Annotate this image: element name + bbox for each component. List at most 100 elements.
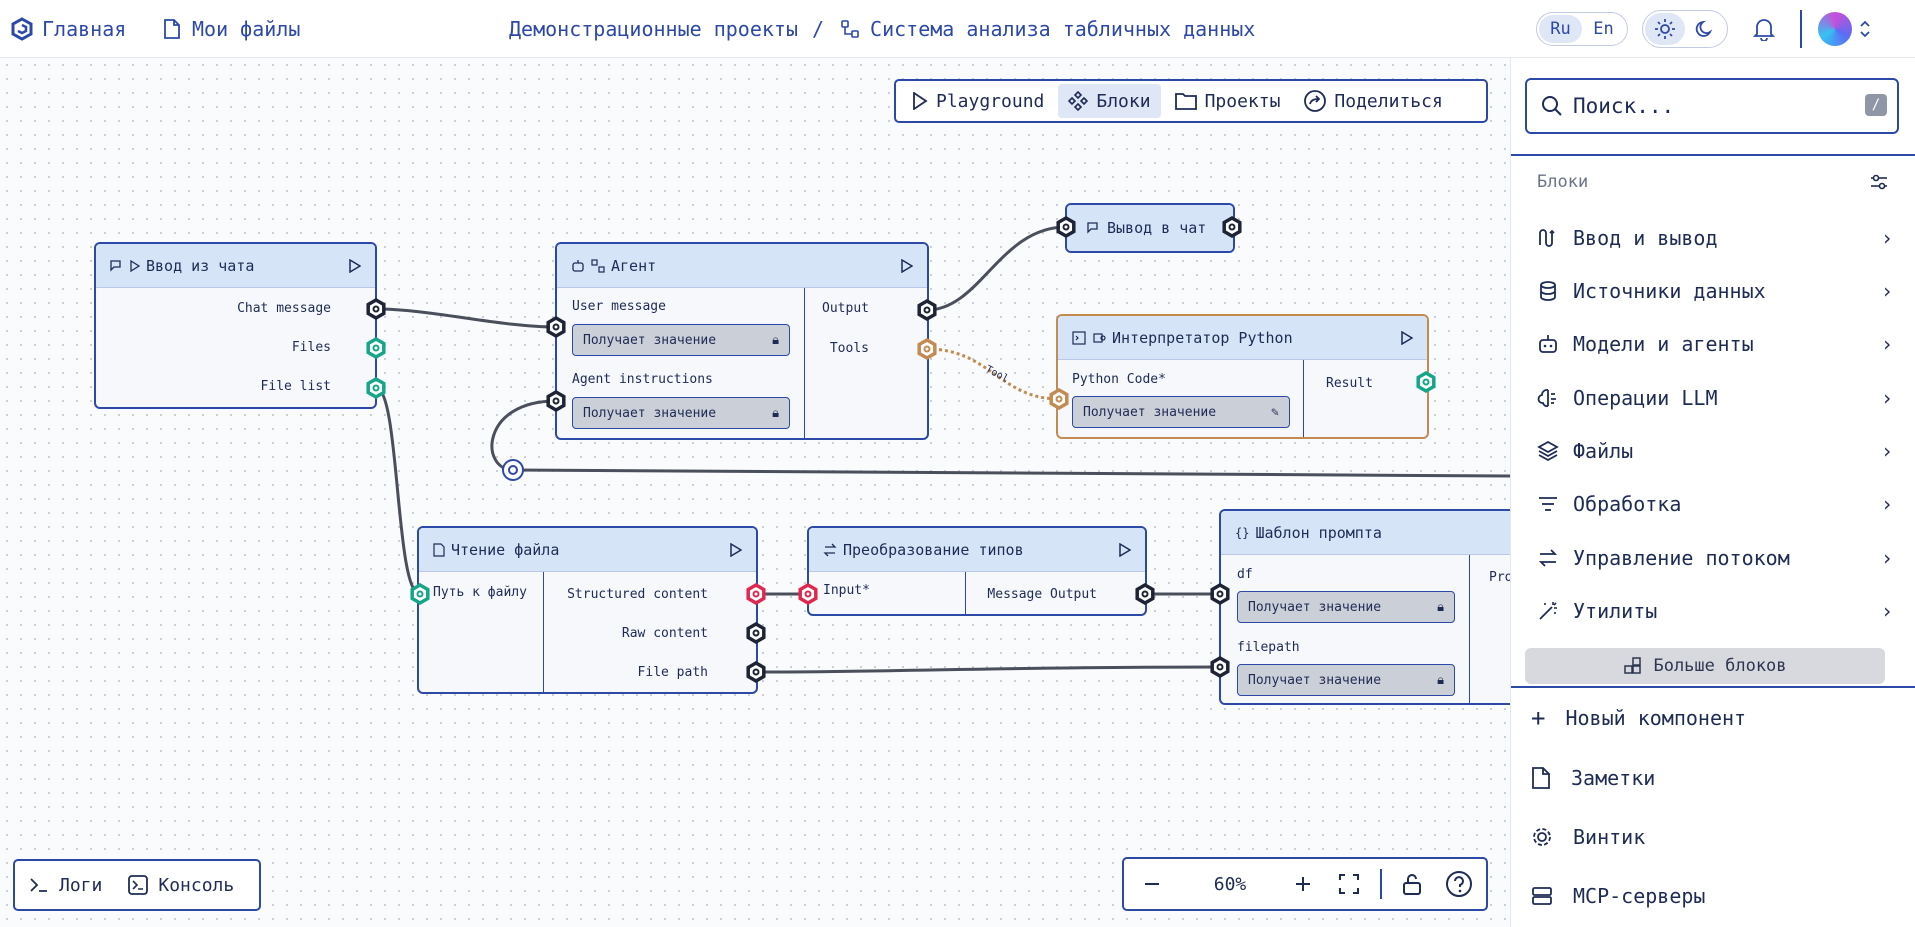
node-python[interactable]: Интерпретатор Python Python Code* Получа… bbox=[1056, 314, 1429, 439]
search-input[interactable]: Поиск... bbox=[1573, 94, 1675, 118]
topbar-divider bbox=[1800, 10, 1802, 48]
wrench-icon[interactable]: ✎ bbox=[1271, 404, 1279, 420]
share-icon bbox=[1304, 90, 1327, 112]
layers-icon bbox=[1537, 440, 1559, 462]
notes-button[interactable]: Заметки bbox=[1531, 758, 1655, 798]
node-title: Шаблон промпта bbox=[1255, 523, 1382, 542]
python-code-field[interactable]: Получает значение✎ bbox=[1072, 396, 1290, 428]
category-processing[interactable]: Обработка› bbox=[1537, 484, 1893, 524]
logs-button[interactable]: Логи bbox=[29, 875, 102, 896]
flow-canvas[interactable] bbox=[0, 58, 1510, 927]
run-icon[interactable] bbox=[1401, 330, 1413, 345]
mcp-servers-button[interactable]: MCP-серверы bbox=[1531, 876, 1705, 916]
unlock-icon[interactable] bbox=[1390, 857, 1434, 911]
home-link[interactable]: Главная bbox=[10, 0, 126, 58]
node-title: Агент bbox=[611, 256, 657, 275]
run-icon[interactable] bbox=[349, 258, 361, 273]
blocks-icon bbox=[1068, 91, 1089, 111]
node-chat-output[interactable]: Вывод в чат bbox=[1065, 203, 1235, 253]
moon-icon[interactable] bbox=[1685, 13, 1725, 45]
more-blocks-button[interactable]: Больше блоков bbox=[1525, 648, 1885, 684]
search-box[interactable]: Поиск... / bbox=[1525, 78, 1899, 134]
fit-view-icon[interactable] bbox=[1326, 857, 1372, 911]
braces-icon: {} bbox=[1235, 525, 1250, 540]
node-title: Вывод в чат bbox=[1107, 219, 1207, 237]
category-data-sources[interactable]: Источники данных› bbox=[1537, 271, 1893, 311]
breadcrumb-parent[interactable]: Демонстрационные проекты bbox=[509, 17, 798, 41]
chevron-updown-icon[interactable] bbox=[1858, 18, 1872, 44]
chat-icon bbox=[1087, 222, 1098, 234]
file-icon bbox=[160, 17, 184, 41]
node-file-read[interactable]: Чтение файла Путь к файлу Structured con… bbox=[417, 526, 758, 694]
input-filepath: filepath bbox=[1237, 640, 1300, 655]
node-header: Чтение файла bbox=[419, 528, 756, 572]
user-message-field[interactable]: Получает значение🔒︎ bbox=[572, 324, 790, 356]
filepath-field[interactable]: Получает значение🔒︎ bbox=[1237, 664, 1455, 696]
avatar[interactable] bbox=[1818, 12, 1852, 46]
logs-console-bar: Логи Консоль bbox=[13, 859, 261, 911]
df-field[interactable]: Получает значение🔒︎ bbox=[1237, 591, 1455, 623]
category-utilities[interactable]: Утилиты› bbox=[1537, 591, 1893, 631]
zoom-divider bbox=[1380, 869, 1382, 899]
filter-icon[interactable] bbox=[1869, 172, 1889, 196]
zoom-out-icon[interactable] bbox=[1124, 857, 1180, 911]
brain-icon bbox=[1537, 389, 1556, 408]
bell-icon[interactable] bbox=[1752, 17, 1776, 45]
chat-icon bbox=[110, 259, 121, 272]
agent-instructions-field[interactable]: Получает значение🔒︎ bbox=[572, 397, 790, 429]
output-prompt-truncated: Pro bbox=[1489, 570, 1513, 585]
folder-icon bbox=[1174, 93, 1197, 110]
console-button[interactable]: Консоль bbox=[128, 875, 234, 896]
breadcrumb: Демонстрационные проекты / Система анали… bbox=[509, 0, 1255, 58]
chevron-right-icon: › bbox=[1880, 279, 1893, 303]
chevron-right-icon: › bbox=[1880, 332, 1893, 356]
blocks-button[interactable]: Блоки bbox=[1058, 84, 1161, 118]
bot-icon bbox=[572, 259, 584, 272]
zoom-in-icon[interactable] bbox=[1280, 857, 1326, 911]
lang-en[interactable]: En bbox=[1593, 19, 1614, 39]
sun-icon[interactable] bbox=[1645, 13, 1685, 45]
chevron-right-icon: › bbox=[1880, 599, 1893, 623]
category-files[interactable]: Файлы› bbox=[1537, 431, 1893, 471]
category-models-agents[interactable]: Модели и агенты› bbox=[1537, 324, 1893, 364]
input-agent-instructions: Agent instructions bbox=[572, 372, 713, 387]
database-icon bbox=[1540, 281, 1556, 301]
lang-ru[interactable]: Ru bbox=[1539, 15, 1582, 43]
output-result: Result bbox=[1326, 376, 1373, 391]
gear-icon bbox=[1533, 828, 1551, 846]
my-files-link[interactable]: Мои файлы bbox=[160, 0, 300, 58]
terminal-small-icon bbox=[1072, 330, 1086, 345]
node-divider bbox=[1469, 555, 1470, 703]
theme-switch bbox=[1642, 10, 1728, 48]
category-io[interactable]: Ввод и вывод› bbox=[1537, 218, 1893, 258]
lock-icon: 🔒︎ bbox=[1437, 599, 1444, 615]
help-icon[interactable] bbox=[1434, 857, 1484, 911]
category-llm-ops[interactable]: Операции LLM› bbox=[1537, 378, 1893, 418]
projects-button[interactable]: Проекты bbox=[1165, 84, 1291, 118]
chevron-right-icon: › bbox=[1880, 386, 1893, 410]
output-output: Output bbox=[822, 301, 869, 316]
output-file-list: File list bbox=[260, 379, 331, 394]
server-icon bbox=[1532, 887, 1552, 905]
run-icon[interactable] bbox=[1119, 542, 1131, 557]
new-component-button[interactable]: + Новый компонент bbox=[1531, 704, 1747, 732]
node-chat-input[interactable]: Ввод из чата Chat message Files File lis… bbox=[94, 242, 377, 409]
node-header: Преобразование типов bbox=[809, 528, 1145, 572]
run-icon[interactable] bbox=[901, 258, 913, 273]
lock-icon: 🔒︎ bbox=[1437, 672, 1444, 688]
io-icon bbox=[1539, 229, 1555, 247]
input-user-message: User message bbox=[572, 299, 666, 314]
node-prompt-template[interactable]: {} Шаблон промпта df Получает значение🔒︎… bbox=[1219, 509, 1519, 705]
note-icon bbox=[1532, 767, 1550, 789]
playground-button[interactable]: Playground bbox=[902, 84, 1054, 118]
language-switch: Ru En bbox=[1536, 12, 1628, 46]
category-flow-control[interactable]: Управление потоком› bbox=[1537, 538, 1893, 578]
canvas-toolbar: Playground Блоки Проекты Поделиться bbox=[894, 79, 1488, 123]
run-icon[interactable] bbox=[730, 542, 742, 557]
vintik-button[interactable]: Винтик bbox=[1531, 817, 1645, 857]
node-agent[interactable]: Агент User message Получает значение🔒︎ A… bbox=[555, 242, 929, 440]
share-button[interactable]: Поделиться bbox=[1294, 84, 1452, 118]
swap-icon bbox=[823, 543, 837, 556]
node-type-convert[interactable]: Преобразование типов Input* Message Outp… bbox=[807, 526, 1147, 616]
blocks-add-icon bbox=[1624, 657, 1642, 674]
